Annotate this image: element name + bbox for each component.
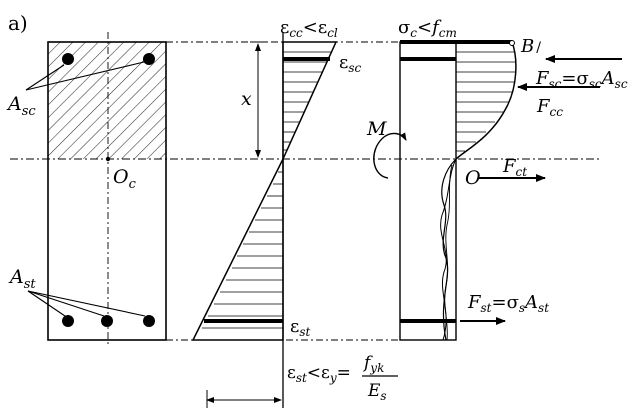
label-bottom-strain: εst<εy= [287,363,351,385]
section-outline [47,41,167,341]
moment-arrow [373,132,407,179]
label-centroid: Oc [113,166,137,192]
leader-ast-2 [27,290,105,317]
label-ast: Ast [8,266,36,292]
label-O: O [465,167,481,189]
label-Fst: Fst=σsAst [467,292,549,315]
label-Es: Es [367,381,387,403]
compression-bar-left [62,53,74,65]
panel-label: a) [8,11,28,35]
strain-diagram: x εcc<εcl εsc εst εst<εy= fyk Es [166,17,400,408]
point-B [509,40,515,46]
compression-bar-right [143,53,155,65]
label-Fcc: Fcc [536,96,563,119]
compression-stress-curve [455,41,517,160]
label-Fsc: Fsc=σscAsc [535,68,628,91]
cross-section: Asc Ast Oc [6,32,167,345]
tension-bar-middle [101,315,113,327]
compression-strain-hatch [283,51,331,151]
label-top-strain: εcc<εcl [280,17,338,40]
stress-diagram: B/ σc<fcm O M Fsc=σscAsc Fcc Fct Fst=σsA… [366,17,628,341]
tension-strain-triangle [191,158,284,341]
label-Fct: Fct [502,156,527,179]
label-eps-sc: εsc [339,52,361,75]
tension-strain-hatch [202,171,283,329]
tension-stress-curve-3 [444,164,453,341]
label-M: M [366,118,387,140]
label-eps-st: εst [290,316,310,339]
compression-stress-hatch [456,51,516,152]
label-fyk: fyk [362,353,384,375]
leader-ast-3 [27,290,146,317]
leader-ast-1 [27,290,66,317]
label-x: x [241,88,252,110]
label-top-stress: σc<fcm [398,17,457,40]
leader-asc-2 [25,61,145,91]
tension-bar-right [143,315,155,327]
leader-asc-1 [25,64,65,91]
compression-strain-triangle [282,41,338,160]
label-B: B/ [520,36,541,57]
label-asc: Asc [6,93,36,119]
tension-bar-left [62,315,74,327]
